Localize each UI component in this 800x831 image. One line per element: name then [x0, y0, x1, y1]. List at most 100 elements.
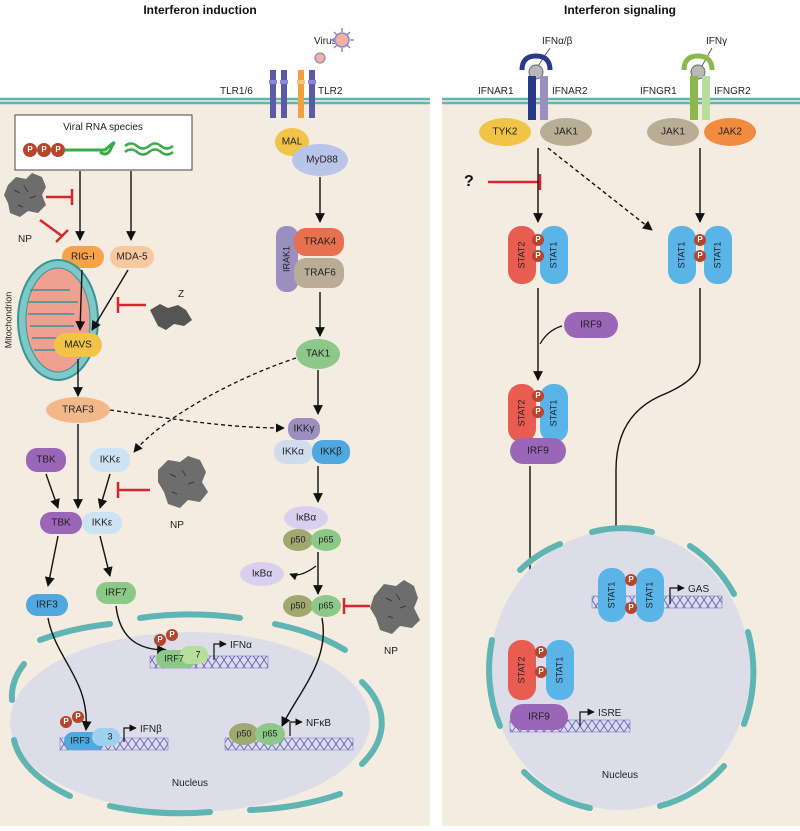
p65-label-a: p65 — [318, 534, 333, 544]
tlr2-receptor — [297, 70, 316, 118]
np-label-1: NP — [18, 234, 32, 245]
nfkb-label: NFκB — [306, 718, 331, 729]
p65-dna: p65 — [255, 723, 285, 745]
virus-icon — [330, 28, 354, 52]
trak4-protein: TRAK4 — [294, 228, 344, 256]
virus-label: Virus — [314, 36, 337, 47]
hairpin-rna-icon — [65, 141, 116, 156]
irf3-protein: IRF3 — [26, 594, 68, 616]
tak1-label: TAK1 — [306, 349, 331, 360]
unknown-inhibitor — [488, 174, 542, 190]
irf9-label-b: IRF9 — [527, 446, 549, 457]
ikk-gamma-label: IKKγ — [293, 424, 314, 435]
isgf3-complex-nuclear: STAT2 STAT1 P P IRF9 — [508, 640, 574, 730]
isgf3-n-p2: P — [538, 667, 544, 676]
dsrna-icon — [124, 142, 174, 156]
arrow-release-ikba — [289, 565, 317, 581]
ifn-ab-ligand-icon — [519, 53, 553, 80]
p50-protein-b: p50 — [283, 595, 313, 617]
isgf3-a-p1: P — [535, 391, 541, 400]
tbk-label-b: TBK — [51, 518, 71, 529]
irf9-label-a: IRF9 — [580, 320, 602, 331]
irf7-dna-complex: IRF7 7 P P — [154, 629, 208, 668]
stat1-label-b: STAT1 — [676, 242, 686, 269]
traf6-protein: TRAF6 — [294, 258, 344, 288]
arrow-irf7-to-nucleus — [115, 605, 167, 655]
mitochondrion-icon — [17, 259, 99, 381]
p65-dna-label: p65 — [262, 728, 277, 738]
stat1-a-p2: P — [697, 251, 703, 260]
irf7-p1: P — [157, 635, 163, 644]
stat2-label-a: STAT2 — [516, 242, 526, 269]
mda5-label: MDA-5 — [116, 252, 148, 263]
gas-label: GAS — [688, 584, 709, 595]
tlr16-receptor — [269, 70, 288, 118]
title-interferon-induction: Interferon induction — [143, 3, 256, 17]
irf9-protein-a: IRF9 — [564, 312, 618, 338]
traf6-label: TRAF6 — [304, 268, 336, 279]
irf3-short-label: IRF3 — [70, 735, 90, 745]
viral-rna-species-label: Viral RNA species — [63, 122, 143, 133]
question-mark: ? — [464, 173, 474, 190]
ifn-ab-label: IFNα/β — [542, 36, 573, 47]
irf7-short-label: IRF7 — [164, 653, 184, 663]
ifnar2-label: IFNAR2 — [552, 86, 588, 97]
irf3-label: IRF3 — [36, 600, 58, 611]
stat2-label-b: STAT2 — [516, 400, 526, 427]
tss-ifna — [213, 640, 227, 660]
stat1-label-d: STAT1 — [548, 400, 558, 427]
ifnb-label: IFNβ — [140, 724, 162, 735]
irf7-seven-label: 7 — [195, 649, 200, 659]
dashed-arrow-tak1-to-ikke — [133, 357, 297, 453]
np-protein-icon-2 — [158, 456, 208, 508]
arrow-tbk-to-complex — [45, 473, 60, 509]
ifngr2-receptor — [702, 76, 710, 120]
p50-protein-a: p50 — [283, 529, 313, 551]
irf7-protein: IRF7 — [96, 582, 136, 604]
ifnar1-receptor — [528, 76, 536, 120]
ikk-gamma-protein: IKKγ — [288, 418, 320, 440]
jak1-label-b: JAK1 — [661, 127, 685, 138]
isgf3-n-p1: P — [538, 647, 544, 656]
tss-ifnb — [123, 724, 137, 742]
ifna-label: IFNα — [230, 640, 252, 651]
ifnar1-label: IFNAR1 — [478, 86, 514, 97]
ifn-g-label: IFNγ — [706, 36, 727, 47]
viral-rna-species-box: Viral RNA species P P P — [14, 114, 193, 171]
z-inhibits-mavs — [116, 297, 146, 313]
irf9-label-c: IRF9 — [528, 712, 550, 723]
ikba-label-free: IκBα — [252, 569, 272, 580]
p50-dna-label: p50 — [236, 728, 251, 738]
triphosphate-icon: P P P — [23, 143, 65, 157]
dna-nfkb — [224, 737, 354, 751]
ifngr1-receptor — [690, 76, 698, 120]
ikk-beta-protein: IKKβ — [312, 440, 350, 464]
left-membrane — [0, 97, 430, 105]
stat1-label-e: STAT1 — [606, 582, 616, 609]
virus-icon-2 — [314, 52, 326, 64]
tak1-protein: TAK1 — [296, 339, 340, 369]
ikke-label-a: IKKε — [100, 455, 121, 466]
traf3-protein: TRAF3 — [46, 397, 110, 423]
jak1-label-a: JAK1 — [554, 127, 578, 138]
jak2-label: JAK2 — [718, 127, 742, 138]
rigi-label: RIG-I — [71, 252, 95, 263]
irf9-join-line — [539, 325, 563, 345]
np-label-2: NP — [170, 520, 184, 531]
stat1-n-p2: P — [628, 603, 634, 612]
ikke-protein-b: IKKε — [82, 512, 122, 534]
irf7-p2: P — [169, 630, 175, 639]
tss-isre — [579, 708, 595, 726]
z-label: Z — [178, 289, 184, 300]
np-protein-icon-3 — [370, 580, 420, 634]
np-label-3: NP — [384, 646, 398, 657]
np-inhibits-p65 — [342, 598, 370, 614]
ikk-beta-label: IKKβ — [320, 447, 342, 458]
irf3-p1: P — [63, 717, 69, 726]
stat-a-p1: P — [535, 235, 541, 244]
z-protein-icon — [150, 304, 192, 330]
mitochondrion-label: Mitochondrion — [3, 292, 13, 349]
tyk2-protein: TYK2 — [479, 118, 531, 146]
stat1-label-f: STAT1 — [644, 582, 654, 609]
isgf3-complex-a: STAT2 STAT1 P P IRF9 — [508, 384, 568, 464]
